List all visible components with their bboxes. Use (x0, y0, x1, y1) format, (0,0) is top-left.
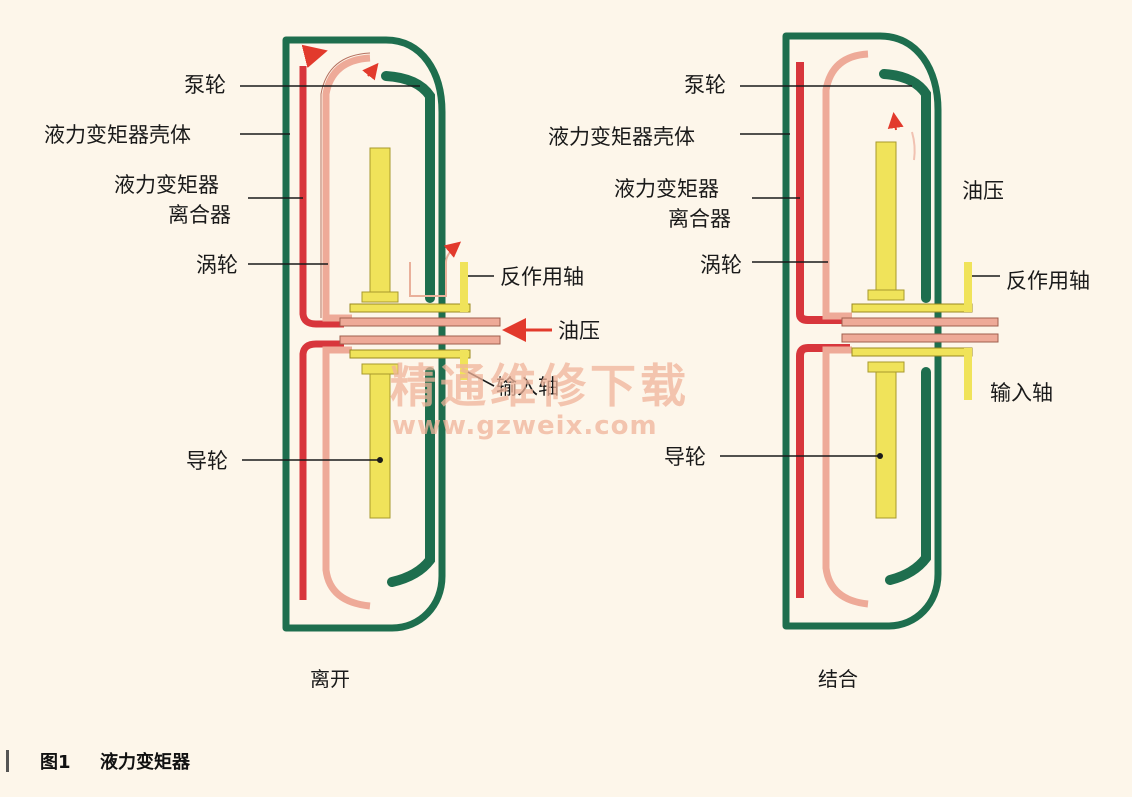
figure-title: 液力变矩器 (100, 751, 191, 773)
figure-number: 图1 (40, 752, 71, 773)
left-turbine-top (322, 54, 371, 322)
right-stator-top-base (867, 289, 905, 301)
right-label-housing: 液力变矩器壳体 (548, 125, 695, 149)
left-label-housing: 液力变矩器壳体 (44, 123, 191, 147)
right-flow-arrow-side (911, 131, 916, 161)
left-flow-arrow-top (301, 44, 328, 69)
right-label-reaction-shaft: 反作用轴 (1006, 269, 1090, 293)
right-label-clutch-line2: 离合器 (668, 207, 731, 231)
left-diagram: 泵轮 液力变矩器壳体 液力变矩器 离合器 涡轮 反作用轴 油压 输入轴 导轮 离… (44, 36, 600, 691)
right-turbine-bottom (822, 346, 869, 608)
left-turbine-bottom (322, 346, 371, 610)
left-label-reaction-shaft: 反作用轴 (500, 265, 584, 289)
left-stator-bottom-base (361, 363, 399, 375)
left-label-pump: 泵轮 (184, 73, 226, 97)
right-stator-bottom-base (867, 361, 905, 373)
right-clutch-plate-bottom (796, 344, 850, 598)
left-label-clutch-line2: 离合器 (168, 203, 231, 227)
left-input-shaft-lower (339, 335, 501, 345)
right-clutch-plate-top (796, 62, 850, 324)
right-input-shaft-lower (841, 333, 999, 343)
left-pump-vane-top (381, 71, 435, 303)
right-caption: 结合 (818, 667, 858, 691)
right-flow-arrow (887, 112, 904, 131)
right-diagram: 泵轮 液力变矩器壳体 液力变矩器 离合器 涡轮 油压 反作用轴 输入轴 导轮 结… (548, 32, 1090, 691)
right-label-pump: 泵轮 (684, 73, 726, 97)
left-input-shaft-upper (339, 317, 501, 327)
left-clutch-plate-top (299, 66, 344, 328)
left-label-clutch-line1: 液力变矩器 (114, 173, 219, 197)
right-stator-bottom (875, 365, 897, 519)
left-label-turbine: 涡轮 (196, 253, 238, 277)
right-turbine-top (822, 50, 869, 320)
left-leader-input-shaft (467, 371, 495, 387)
left-housing-shell (282, 36, 446, 632)
right-leader-stator-dot (877, 453, 883, 459)
right-label-input-shaft: 输入轴 (990, 381, 1053, 405)
right-input-shaft-upper (841, 317, 999, 327)
right-housing-shell (782, 32, 942, 630)
right-label-clutch-line1: 液力变矩器 (614, 177, 719, 201)
right-label-oil-pressure: 油压 (962, 179, 1004, 203)
left-label-oil-pressure: 油压 (558, 319, 600, 343)
left-stator-top-base (361, 291, 399, 303)
left-label-input-shaft: 输入轴 (496, 375, 559, 399)
left-caption: 离开 (310, 667, 350, 691)
left-label-stator: 导轮 (186, 449, 228, 473)
right-stator-top (875, 141, 897, 299)
left-clutch-plate-bottom (299, 340, 344, 600)
left-stator-top (369, 147, 391, 301)
right-label-stator: 导轮 (664, 445, 706, 469)
left-reaction-shaft (349, 303, 471, 313)
right-pump-vane-top (879, 69, 931, 303)
left-flow-arrow-mid (362, 62, 379, 81)
left-leader-stator-dot (377, 457, 383, 463)
left-reaction-shaft-lower (349, 349, 471, 359)
figure-caption-bar (6, 750, 9, 772)
watermark-line1: 精通维修下载 (390, 359, 690, 413)
right-reaction-shaft-lower (851, 347, 973, 357)
watermark-line2: www.gzweix.com (392, 411, 658, 441)
right-label-turbine: 涡轮 (700, 253, 742, 277)
left-turbine-outline-top (320, 52, 371, 318)
left-pump-vane-bottom (387, 367, 435, 587)
left-flow-arrow-return (409, 241, 462, 297)
left-stator-bottom (369, 365, 391, 519)
right-pump-vane-bottom (885, 367, 931, 585)
right-reaction-shaft (851, 303, 973, 313)
